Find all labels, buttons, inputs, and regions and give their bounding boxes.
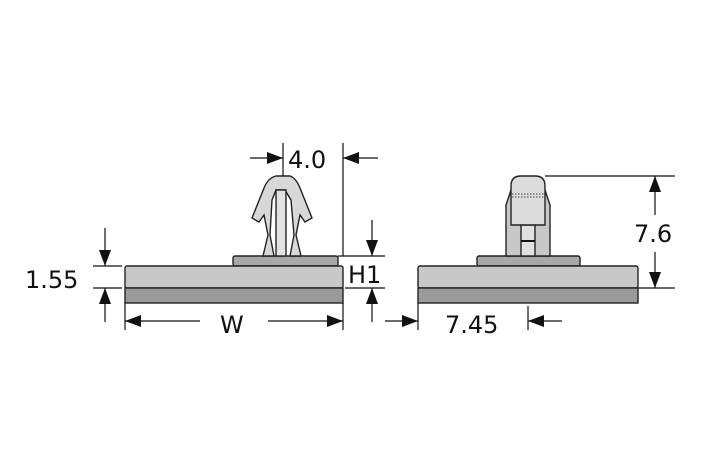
dimension-total-height: 7.6 xyxy=(545,175,675,289)
pedestal xyxy=(476,255,581,267)
total-height-label: 7.6 xyxy=(634,220,672,248)
clip-head xyxy=(510,175,546,226)
base-bottom-plate xyxy=(417,287,639,304)
side-view xyxy=(417,175,639,304)
base-bottom-plate xyxy=(124,287,344,304)
front-view xyxy=(124,175,344,304)
dimension-thickness: 1.55 xyxy=(25,228,122,322)
dimension-w: W xyxy=(124,303,344,339)
h1-label: H1 xyxy=(348,261,381,289)
thickness-label: 1.55 xyxy=(25,266,78,294)
pedestal xyxy=(232,255,339,267)
dimension-clip-width: 4.0 xyxy=(250,143,378,256)
clip-width-label: 4.0 xyxy=(288,146,326,174)
base-top-plate xyxy=(124,265,344,289)
w-label: W xyxy=(220,311,244,339)
base-top-plate xyxy=(417,265,639,289)
offset-label: 7.45 xyxy=(445,311,498,339)
dimension-offset: 7.45 xyxy=(385,303,562,339)
dimension-h1: H1 xyxy=(338,220,385,322)
clip xyxy=(251,175,313,257)
